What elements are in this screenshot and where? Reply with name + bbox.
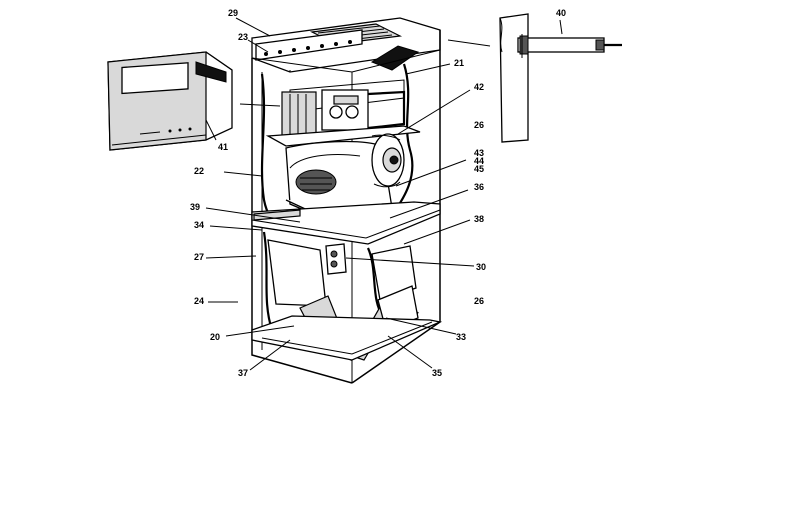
label-37: 37 (238, 368, 248, 378)
part-number-labels: 29 23 21 42 26 43 44 45 36 22 39 34 38 2… (190, 8, 566, 378)
label-20: 20 (210, 332, 220, 342)
label-27: 27 (194, 252, 204, 262)
label-26-upper: 26 (474, 120, 484, 130)
label-44: 44 (474, 156, 484, 166)
label-36: 36 (474, 182, 484, 192)
label-39: 39 (190, 202, 200, 212)
label-45: 45 (474, 164, 484, 174)
label-23: 23 (238, 32, 248, 42)
label-38: 38 (474, 214, 484, 224)
leader-lines (205, 17, 563, 371)
label-43: 43 (474, 148, 484, 158)
label-35: 35 (432, 368, 442, 378)
label-41: 41 (218, 142, 228, 152)
label-21: 21 (454, 58, 464, 68)
label-34: 34 (194, 220, 204, 230)
label-22: 22 (194, 166, 204, 176)
label-42: 42 (474, 82, 484, 92)
label-30: 30 (476, 262, 486, 272)
label-29: 29 (228, 8, 238, 18)
gas-pipe-illustration (499, 13, 622, 143)
label-26-lower: 26 (474, 296, 484, 306)
label-24: 24 (194, 296, 204, 306)
thermostat-illustration (107, 51, 233, 151)
label-33: 33 (456, 332, 466, 342)
furnace-cabinet (251, 17, 443, 384)
label-40: 40 (556, 8, 566, 18)
